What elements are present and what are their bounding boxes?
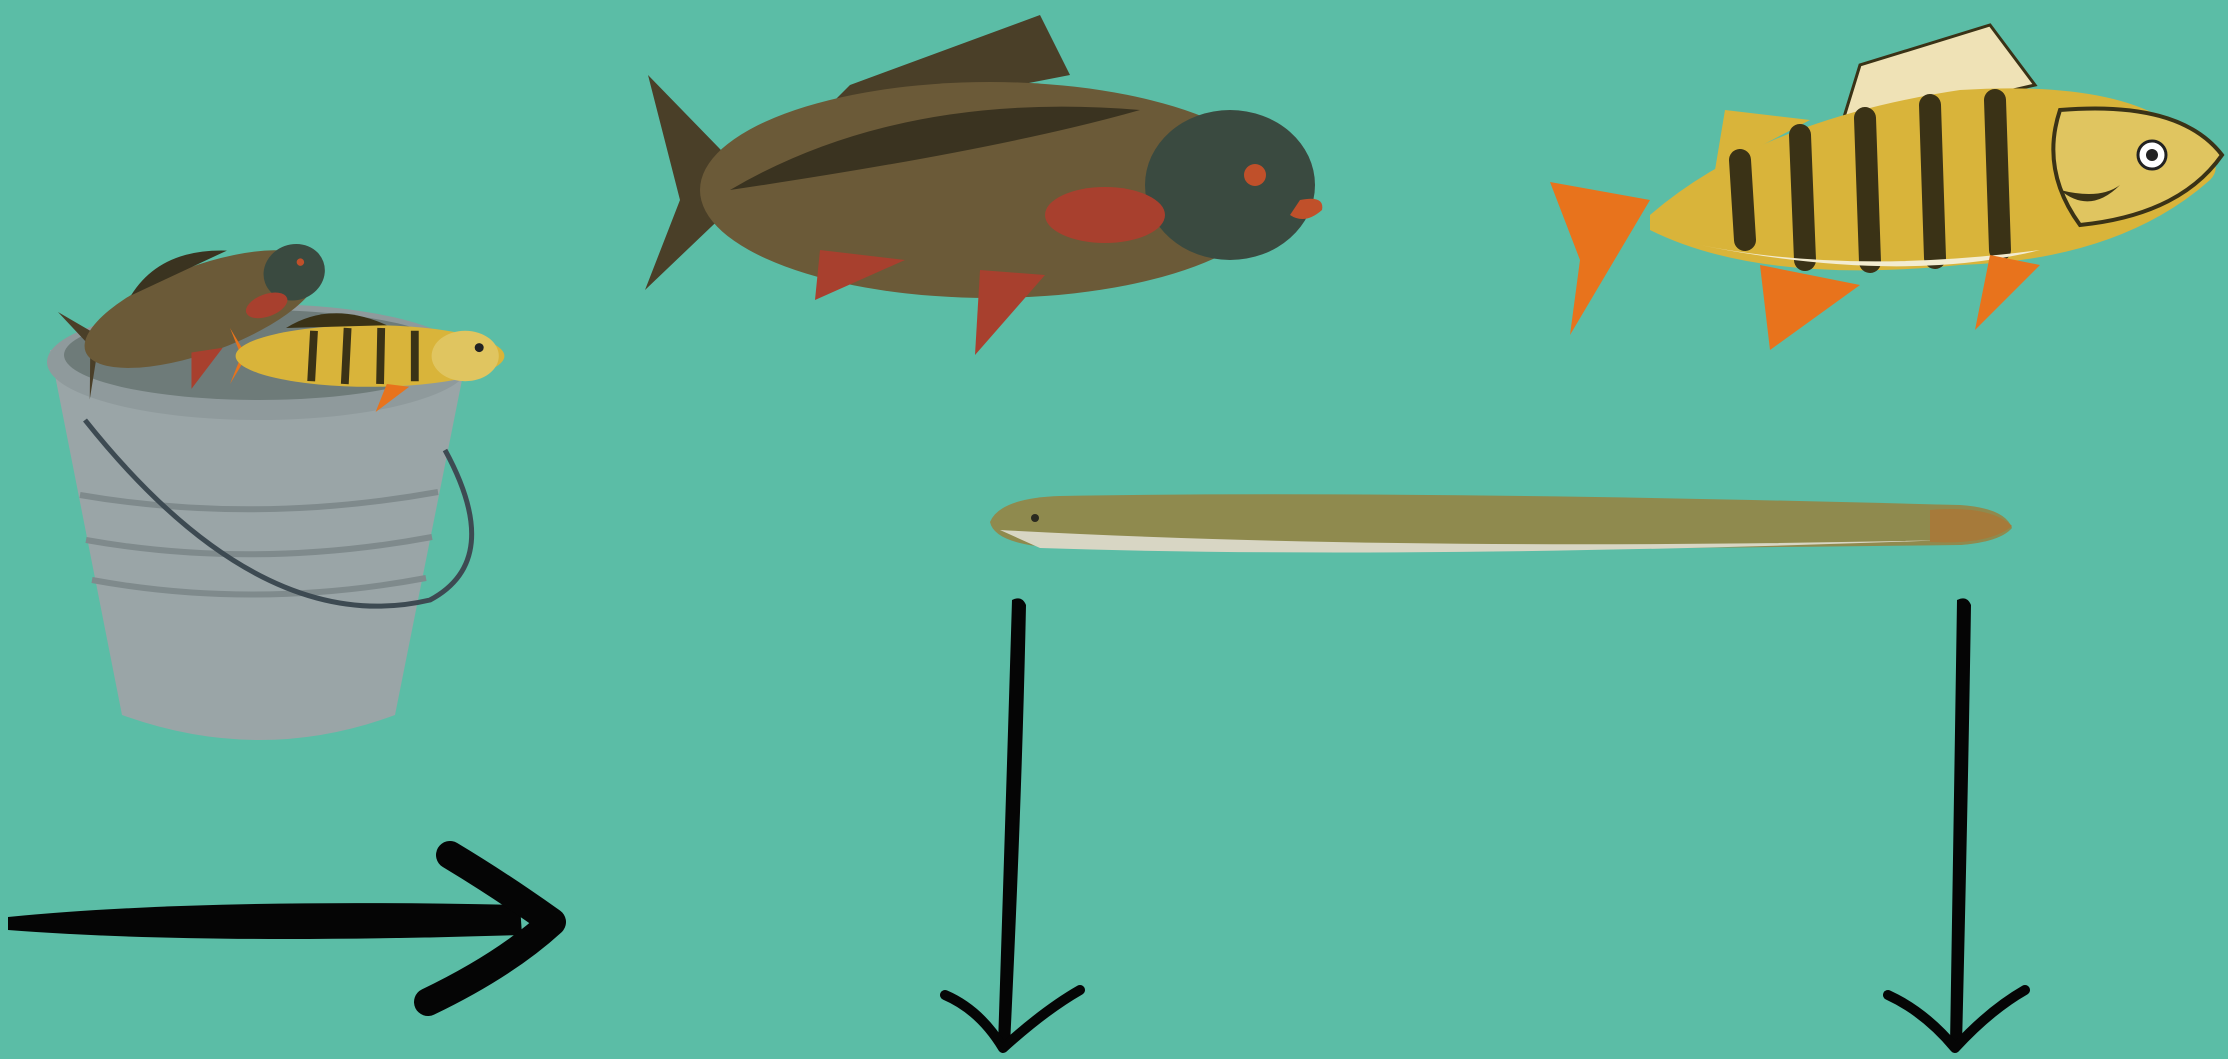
eel-icon — [990, 494, 2012, 552]
carp-pectoral-fin — [1045, 187, 1165, 243]
carp-eye — [1244, 164, 1266, 186]
carp-head — [1145, 110, 1315, 260]
eel-eye — [1031, 514, 1039, 522]
